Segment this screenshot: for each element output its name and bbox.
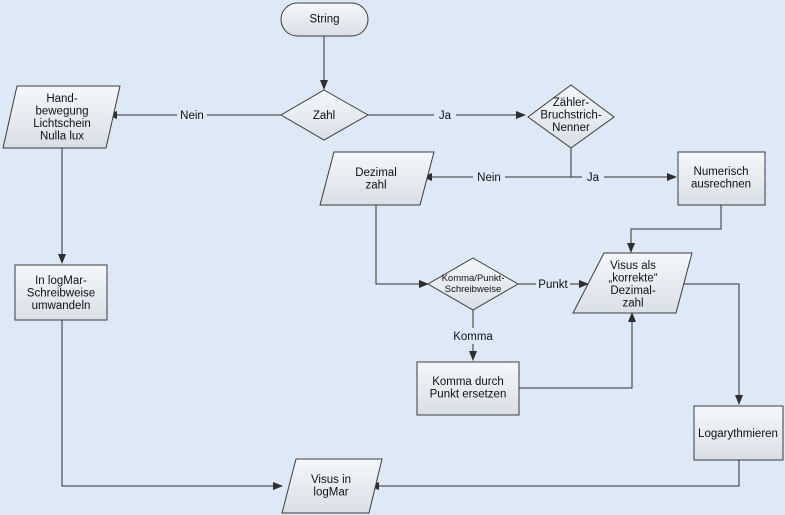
node-label-line: Hand- — [46, 93, 77, 105]
node-label-line: umwandeln — [32, 300, 91, 312]
edge-label-zahl-nein: Nein — [180, 110, 204, 122]
node-label-line: Visus in — [311, 474, 351, 486]
edge-label-bruch-nein: Nein — [477, 172, 501, 184]
node-label-line: Logarythmieren — [698, 428, 778, 440]
node-label-line: String — [309, 14, 339, 26]
node-visus-dez: Visus als„korrekte“Dezimal-zahl — [572, 252, 693, 314]
edge-visus-logarythmieren — [674, 283, 743, 405]
node-label-line: Lichtschein — [33, 118, 91, 130]
node-label-line: Schreibweise — [445, 284, 502, 295]
node-label-line: Dezimal- — [610, 285, 656, 297]
edge-logarythmieren-visus-logmar — [369, 460, 740, 490]
process-shape — [693, 405, 784, 461]
node-label-line: ausrechnen — [691, 179, 751, 191]
process-shape — [677, 151, 766, 206]
node-label-line: Nenner — [552, 122, 590, 134]
node-label-line: Zahl — [313, 110, 335, 122]
node-label-line: „korrekte“ — [608, 273, 657, 285]
terminator-shape — [280, 2, 369, 37]
edge-label-komma: Komma — [453, 331, 493, 343]
node-label-line: Numerisch — [694, 166, 749, 178]
node-label-line: In logMar- — [35, 275, 87, 287]
decision-shape — [427, 257, 519, 311]
node-label-line: Punkt ersetzen — [430, 389, 507, 401]
edge-numerisch-visus — [627, 205, 722, 253]
node-label-logarythmieren: Logarythmieren — [698, 428, 778, 440]
node-label-line: bewegung — [35, 106, 88, 118]
node-zahl: Zahl — [280, 89, 370, 141]
node-label-zahl: Zahl — [313, 110, 335, 122]
node-label-line: zahl — [365, 180, 386, 192]
edge-label-punkt: Punkt — [538, 279, 568, 291]
data-shape — [2, 85, 121, 149]
node-label-line: Komma/Punkt- — [442, 273, 505, 284]
edge-labels: Nein Ja Nein Ja Komma Punkt — [177, 107, 604, 344]
data-shape — [572, 252, 693, 314]
edge-label-bruch-ja: Ja — [587, 172, 600, 184]
node-label-line: Schreibweise — [27, 288, 95, 300]
edge-komma-ersetzen-visus — [519, 312, 636, 389]
node-label-line: Visus als — [610, 260, 656, 272]
node-label-visus-dez: Visus als„korrekte“Dezimal-zahl — [608, 260, 657, 310]
node-label-string: String — [309, 14, 339, 26]
data-shape — [281, 458, 383, 514]
node-label-line: Zähler- — [553, 97, 590, 109]
edge-dezimal-kommapunkt — [375, 205, 429, 288]
node-label-line: logMar — [313, 487, 348, 499]
data-shape — [319, 151, 435, 206]
decision-shape — [280, 89, 370, 141]
node-label-line: Dezimal — [355, 167, 397, 179]
node-label-bruch: Zähler-Bruchstrich-Nenner — [540, 97, 602, 134]
node-kommapunkt: Komma/Punkt-Schreibweise — [427, 257, 519, 311]
decision-shape — [527, 84, 615, 149]
node-string: String — [280, 2, 369, 37]
edge-logmar-conv-visus-logmar — [61, 320, 283, 490]
node-label-line: Nulla lux — [40, 131, 84, 143]
node-label-kommapunkt: Komma/Punkt-Schreibweise — [442, 273, 505, 295]
node-label-line: Bruchstrich- — [540, 110, 602, 122]
node-label-line: zahl — [622, 298, 643, 310]
process-shape — [14, 264, 108, 321]
node-logarythmieren: Logarythmieren — [693, 405, 784, 461]
process-shape — [416, 361, 520, 416]
node-label-line: Komma durch — [432, 376, 504, 388]
edge-label-zahl-ja: Ja — [439, 110, 452, 122]
node-bruch: Zähler-Bruchstrich-Nenner — [527, 84, 615, 149]
